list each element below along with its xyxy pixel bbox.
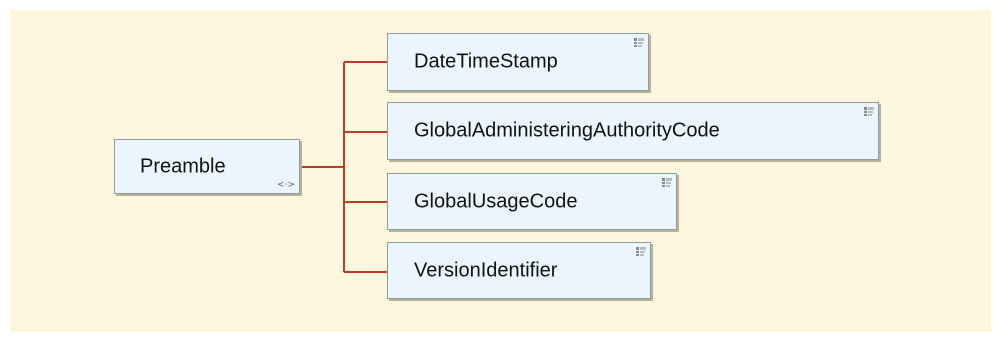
element-detail-icon [662,178,672,187]
globalusagecode-label: GlobalUsageCode [414,190,578,212]
globaladministeringauthoritycode-label: GlobalAdministeringAuthorityCode [414,119,720,142]
datetimestamp-label: DateTimeStamp [414,50,558,73]
preamble-node[interactable]: Preamble <·> [114,139,300,194]
globaladministeringauthoritycode-node[interactable]: GlobalAdministeringAuthorityCode [387,102,879,160]
globalusagecode-node[interactable]: GlobalUsageCode [387,173,677,230]
preamble-label: Preamble [140,155,226,177]
versionidentifier-label: VersionIdentifier [414,259,558,281]
element-detail-icon [634,38,644,47]
diagram-canvas: Preamble <·> DateTimeStamp GlobalAdminis… [10,10,991,332]
element-detail-icon [864,107,874,116]
element-detail-icon [636,247,646,256]
connector-lines [300,61,388,273]
sequence-icon: <·> [277,180,295,190]
datetimestamp-node[interactable]: DateTimeStamp [387,33,649,91]
versionidentifier-node[interactable]: VersionIdentifier [387,242,651,299]
